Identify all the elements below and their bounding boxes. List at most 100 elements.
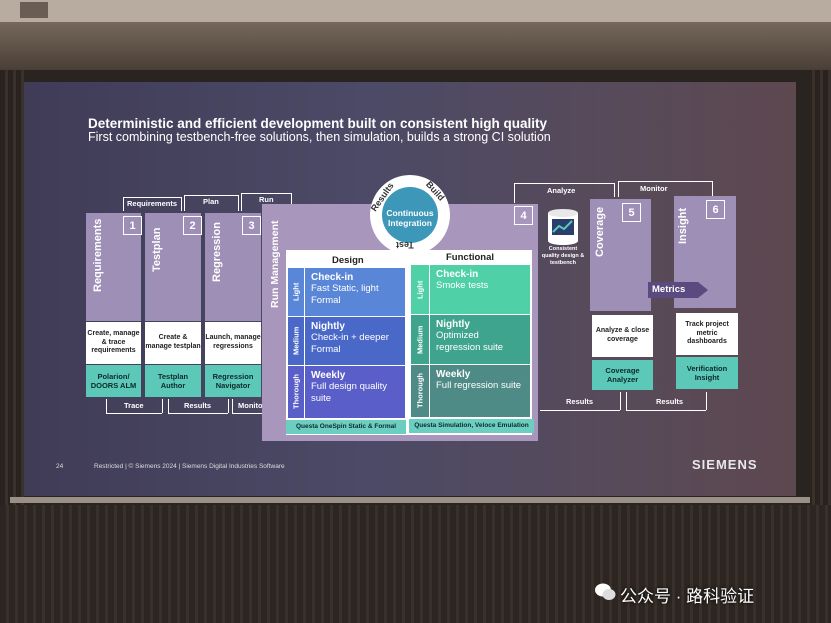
- matrix-functional-header: Functional: [446, 252, 495, 263]
- arrow-line: [228, 399, 229, 413]
- step-title-coverage: Coverage: [594, 206, 606, 257]
- arrow-label-results-right: Results: [656, 397, 684, 406]
- floor-wall: [0, 505, 831, 623]
- arrow-line: [232, 399, 233, 413]
- arrow-label-metrics: Metrics: [652, 284, 686, 295]
- step-number-4: 4: [514, 206, 533, 225]
- tool-coverage-analyzer[interactable]: Coverage Analyzer: [592, 360, 653, 390]
- step-testplan-panel: [145, 213, 201, 321]
- curtain-right: [807, 70, 831, 510]
- ceiling-light: [20, 2, 48, 18]
- ceiling-panel: [0, 0, 831, 22]
- step-number-2: 2: [183, 216, 202, 235]
- row-level-medium-design: Medium: [288, 317, 304, 365]
- arrow-line: [618, 181, 712, 182]
- arrow-line: [106, 399, 107, 413]
- database-icon: [548, 209, 578, 245]
- step-number-5: 5: [622, 203, 641, 222]
- db-label: Consistent quality design & testbench: [541, 246, 585, 266]
- arrow-line: [291, 193, 292, 209]
- arrow-line: [106, 413, 162, 414]
- arrow-label-monitor-right: Monitor: [640, 184, 668, 193]
- arrow-line: [706, 392, 707, 410]
- slide-subtitle: First combining testbench-free solutions…: [88, 130, 551, 144]
- arrow-line: [184, 195, 238, 196]
- arrow-line: [168, 399, 169, 413]
- step-label-coverage: Analyze & close coverage: [592, 315, 653, 357]
- arrow-label-trace: Trace: [124, 401, 144, 410]
- cell-subtitle: Full regression suite: [436, 380, 522, 391]
- arrow-line: [514, 183, 614, 184]
- cell-title: Check-in: [436, 269, 479, 280]
- ci-center-label: Continuous Integration: [386, 208, 434, 229]
- arrow-line: [626, 410, 706, 411]
- tool-polarion-doors[interactable]: Polarion/ DOORS ALM: [86, 365, 141, 397]
- row-level-medium-functional: Medium: [411, 315, 429, 364]
- watermark-text: 公众号 · 路科验证: [620, 587, 755, 606]
- step-number-3: 3: [242, 216, 261, 235]
- tool-regression-navigator[interactable]: Regression Navigator: [205, 365, 261, 397]
- step-title-insight: Insight: [677, 207, 689, 244]
- arrow-line: [514, 183, 515, 203]
- ci-test-label: Test: [396, 240, 414, 250]
- step-label-regression: Launch, manage regressions: [205, 322, 261, 364]
- cell-design-checkin[interactable]: Check-in Fast Static, light Formal: [305, 268, 405, 316]
- arrow-label-results-mid: Results: [566, 397, 594, 406]
- cell-subtitle: Full design quality suite: [311, 381, 388, 405]
- arrow-line: [626, 392, 627, 410]
- cell-title: Nightly: [311, 321, 345, 332]
- step-requirements-panel: [86, 213, 141, 321]
- cell-functional-checkin[interactable]: Check-in Smoke tests: [430, 265, 530, 314]
- cell-design-nightly[interactable]: Nightly Check-in + deeper Formal: [305, 317, 405, 365]
- step-label-insight: Track project metric dashboards: [676, 313, 738, 355]
- matrix-design-header: Design: [332, 255, 364, 266]
- siemens-logo: SIEMENS: [692, 457, 758, 472]
- cell-design-weekly[interactable]: Weekly Full design quality suite: [305, 366, 405, 418]
- arrow-line: [241, 193, 242, 211]
- step-number-6: 6: [706, 200, 725, 219]
- step-title-regression: Regression: [211, 222, 223, 282]
- arrow-line: [123, 197, 181, 198]
- step-title-testplan: Testplan: [151, 227, 163, 272]
- step-label-testplan: Create & manage testplan: [145, 322, 201, 364]
- wechat-icon: [595, 583, 616, 600]
- tool-verification-insight[interactable]: Verification Insight: [676, 357, 738, 389]
- step-label-requirements: Create, manage & trace requirements: [86, 322, 141, 364]
- arrow-label-analyze: Analyze: [547, 186, 576, 195]
- row-level-light-functional: Light: [411, 265, 429, 314]
- arrow-label-results-left: Results: [184, 401, 212, 410]
- page-number: 24: [56, 463, 64, 470]
- cell-functional-nightly[interactable]: Nightly Optimized regression suite: [430, 315, 530, 364]
- row-level-light-design: Light: [288, 268, 304, 316]
- screen-bottom-bar: [10, 497, 810, 503]
- cell-subtitle: Optimized regression suite: [436, 330, 504, 354]
- cell-title: Weekly: [436, 369, 471, 380]
- footer-text: Restricted | © Siemens 2024 | Siemens Di…: [94, 463, 285, 470]
- arrow-label-monitor-left: Monitor: [238, 401, 266, 410]
- tool-testplan-author[interactable]: Testplan Author: [145, 365, 201, 397]
- arrow-line: [238, 195, 239, 211]
- step-title-requirements: Requirements: [92, 218, 104, 292]
- ci-cycle-graphic: [370, 175, 450, 255]
- cell-subtitle: Fast Static, light Formal: [311, 283, 379, 307]
- arrow-line: [241, 193, 291, 194]
- cell-title: Weekly: [311, 370, 346, 381]
- arrow-line: [181, 197, 182, 211]
- cell-subtitle: Smoke tests: [436, 280, 489, 291]
- arrow-line: [614, 183, 615, 197]
- arrow-line: [123, 197, 124, 211]
- cell-title: Check-in: [311, 272, 354, 283]
- arrow-line: [184, 195, 185, 211]
- row-level-thorough-functional: Thorough: [411, 365, 429, 417]
- arrow-line: [620, 392, 621, 410]
- matrix-footer-functional: Questa Simulation, Veloce Emulation: [409, 419, 534, 433]
- metrics-arrow-icon: [648, 282, 708, 298]
- arrow-line: [540, 410, 620, 411]
- matrix-footer-design: Questa OneSpin Static & Formal: [286, 420, 406, 434]
- slide-title: Deterministic and efficient development …: [88, 116, 548, 131]
- step-regression-panel: [205, 213, 261, 321]
- arrow-line: [618, 181, 619, 197]
- step-title-run-management: Run Management: [269, 220, 281, 308]
- cell-functional-weekly[interactable]: Weekly Full regression suite: [430, 365, 530, 417]
- step-number-1: 1: [123, 216, 142, 235]
